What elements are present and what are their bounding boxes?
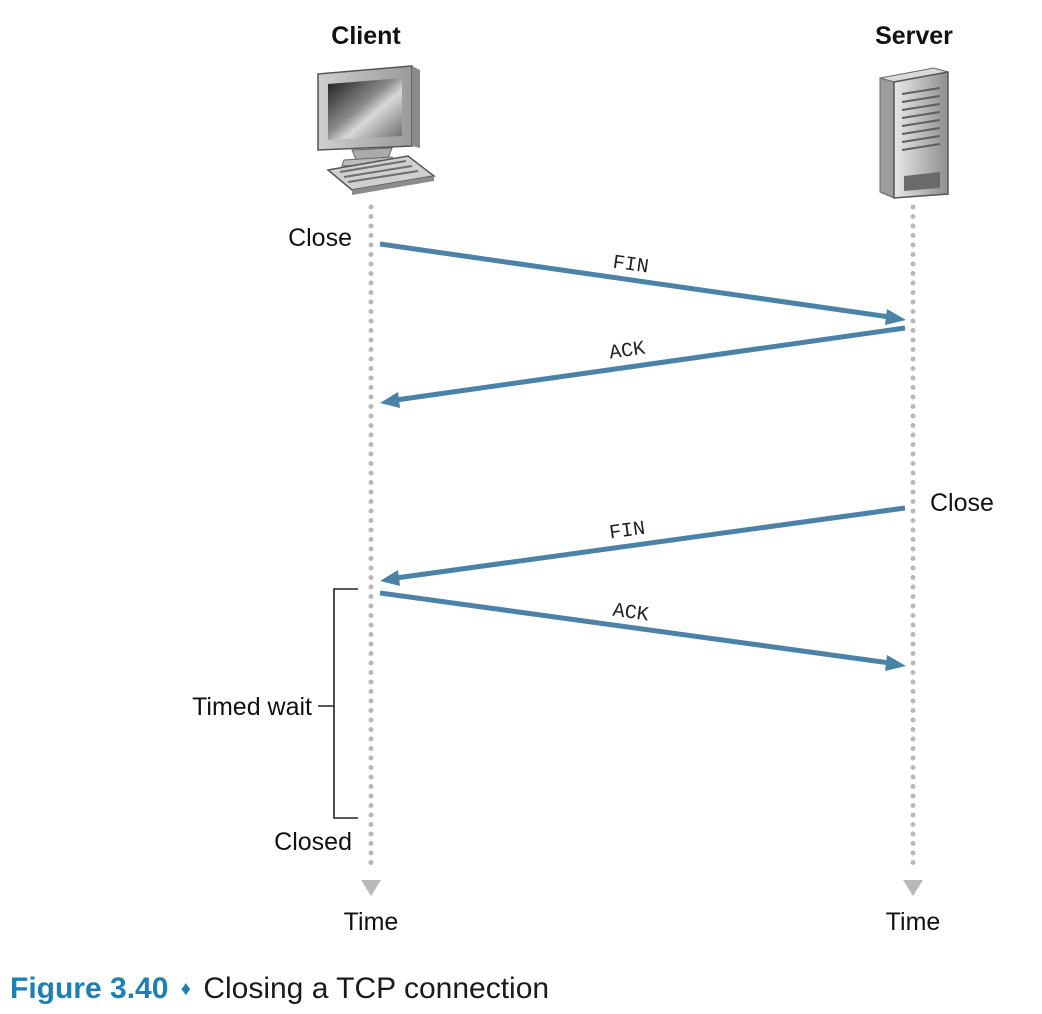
- server-close-label: Close: [930, 489, 994, 517]
- server-timeline-arrowhead: [903, 880, 923, 896]
- message-label: ACK: [608, 338, 647, 366]
- client-time-label: Time: [344, 908, 399, 936]
- figure-number: Figure 3.40: [10, 972, 169, 1005]
- timed-wait-label: Timed wait: [192, 693, 312, 721]
- server-time-label: Time: [886, 908, 941, 936]
- message-ack-client-to-server: ACK: [379, 590, 906, 671]
- message-label: FIN: [611, 252, 650, 280]
- desktop-computer-icon: [317, 65, 436, 195]
- server-tower-icon: [879, 67, 949, 199]
- server-header: Server: [875, 22, 953, 50]
- diamond-separator-icon: ♦: [180, 978, 191, 1000]
- client-header: Client: [331, 22, 401, 50]
- message-ack-server-to-client: ACK: [380, 325, 906, 408]
- message-fin-server-to-client: FIN: [380, 505, 906, 586]
- figure-caption: Figure 3.40 ♦ Closing a TCP connection: [10, 972, 549, 1006]
- client-closed-label: Closed: [274, 828, 352, 856]
- message-label: FIN: [608, 518, 647, 546]
- caption-text: Closing a TCP connection: [203, 972, 550, 1005]
- message-fin-client-to-server: FIN: [379, 241, 906, 325]
- timed-wait-bracket: [318, 588, 358, 819]
- tcp-close-sequence-diagram: Client Server C: [192, 22, 994, 936]
- client-timeline-arrowhead: [361, 880, 381, 896]
- client-close-label: Close: [288, 224, 352, 252]
- message-label: ACK: [611, 600, 650, 628]
